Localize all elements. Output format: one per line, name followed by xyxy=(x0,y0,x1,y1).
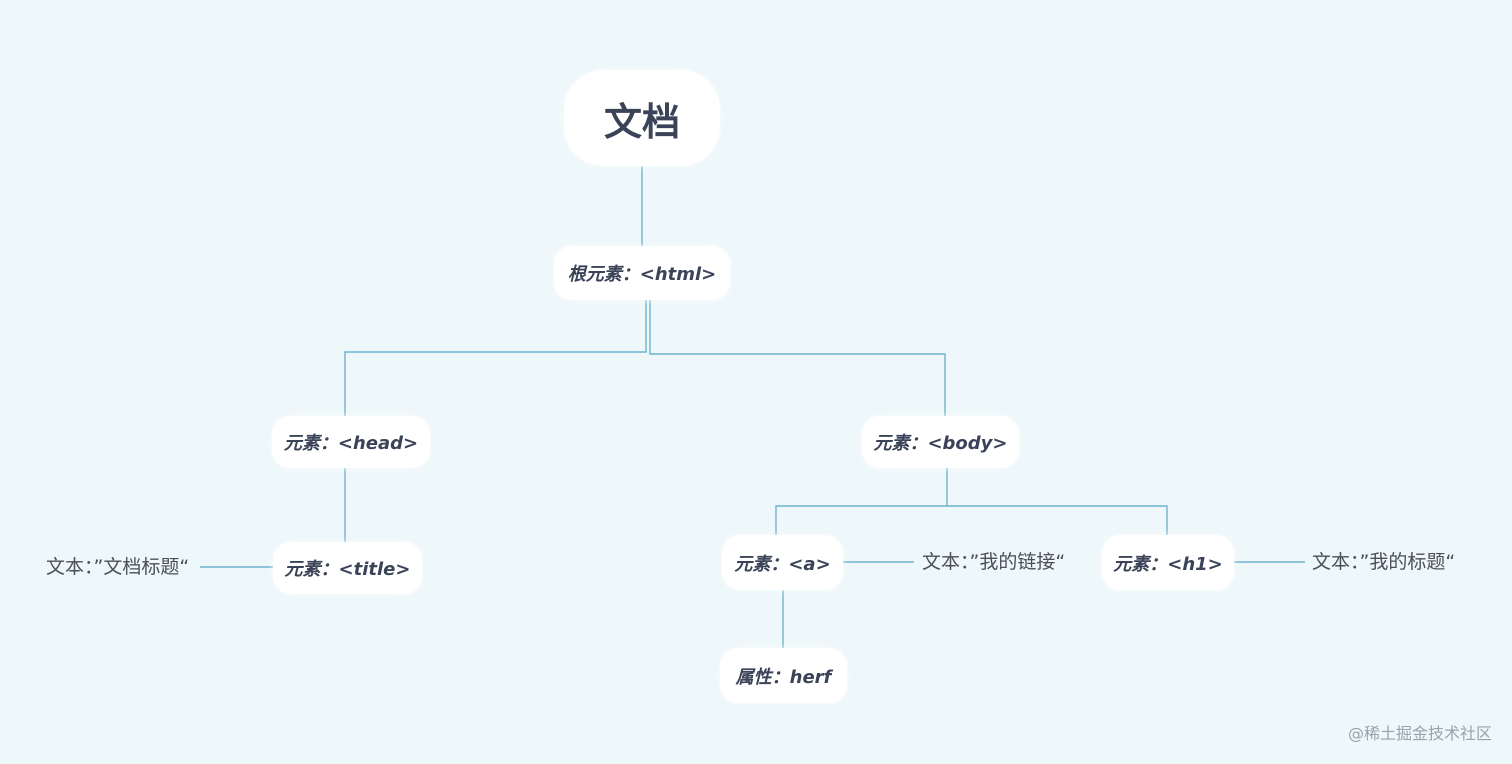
node-h1: 元素：<h1> xyxy=(1102,535,1234,590)
edge-html-head xyxy=(341,300,647,428)
node-title: 元素：<title> xyxy=(273,542,422,594)
edge-body-h1 xyxy=(947,505,1171,547)
node-attribute-herf: 属性：herf xyxy=(720,648,847,703)
text-title-content: 文本：”文档标题“ xyxy=(46,556,190,578)
node-html: 根元素：<html> xyxy=(554,246,730,300)
edge-body-a xyxy=(772,466,948,547)
node-body: 元素：<body> xyxy=(862,416,1019,468)
text-a-content: 文本：”我的链接“ xyxy=(922,551,1066,573)
node-head: 元素：<head> xyxy=(272,416,430,468)
node-a: 元素：<a> xyxy=(722,535,843,590)
text-h1-content: 文本：”我的标题“ xyxy=(1312,551,1456,573)
edge-html-body xyxy=(649,300,949,428)
watermark: @稀土掘金技术社区 xyxy=(1347,724,1492,743)
root-node-document: 文档 xyxy=(564,70,720,166)
